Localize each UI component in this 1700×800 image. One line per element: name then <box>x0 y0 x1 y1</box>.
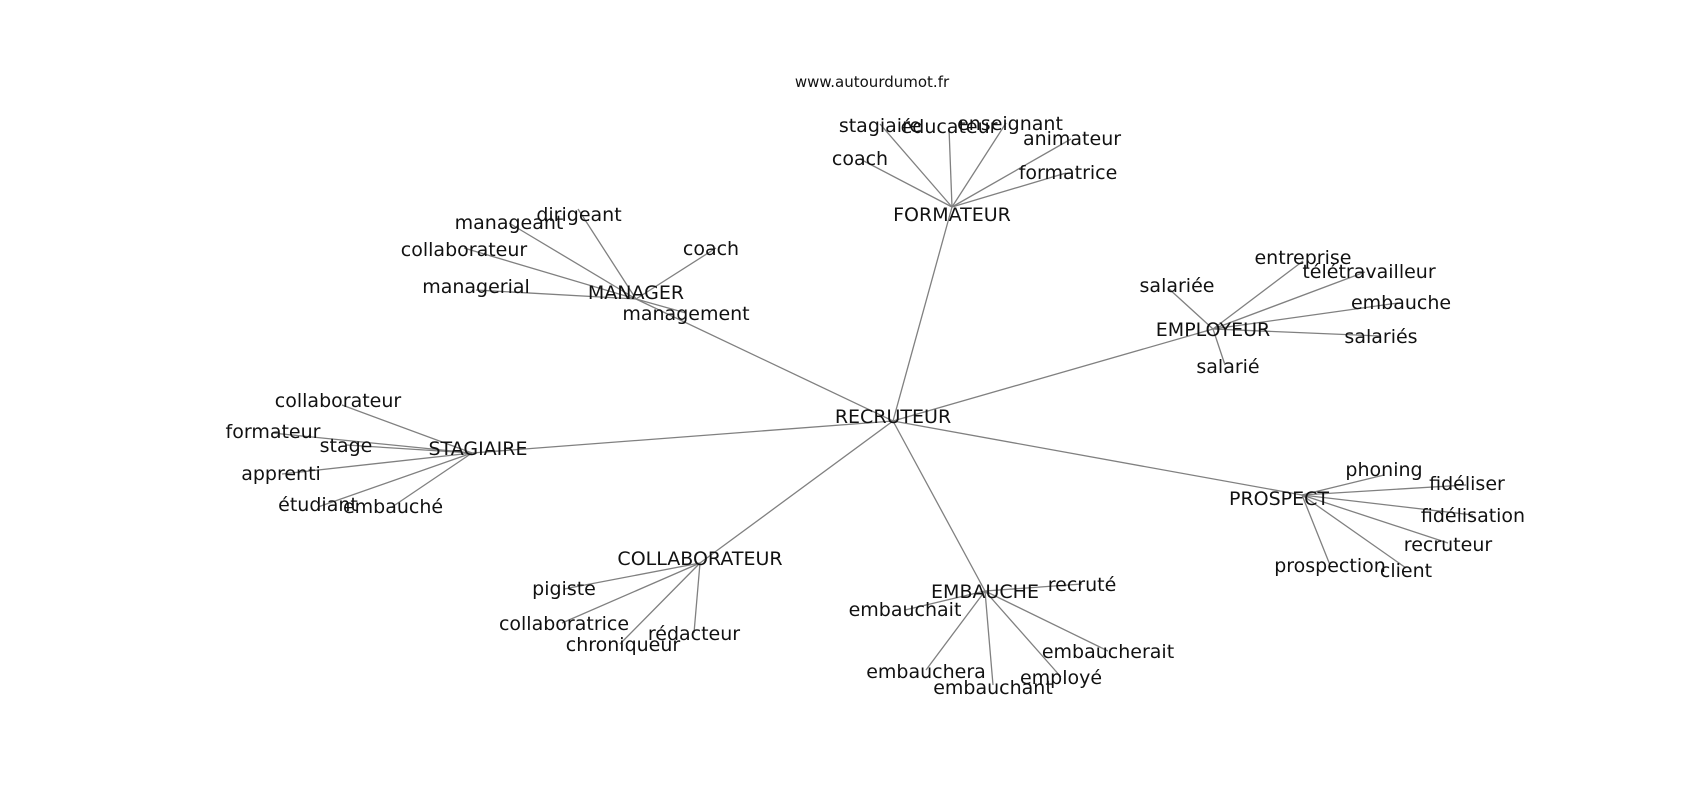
word-node-label: enseignant <box>957 113 1063 135</box>
center-hub-edge <box>892 328 1214 422</box>
hub-word-edge <box>859 158 953 208</box>
word-node-label: formatrice <box>1019 162 1118 184</box>
hub-word-edge <box>561 562 701 624</box>
word-node-label: manageant <box>455 212 564 234</box>
graph-labels: RECRUTEUR FORMATEUR stagiaireéducateurense… <box>226 113 1526 699</box>
hub-word-edge <box>951 122 1007 208</box>
hub-word-edge <box>1167 287 1214 330</box>
center-node-label: RECRUTEUR <box>835 406 951 428</box>
hub-word-edge <box>925 590 986 671</box>
word-node-label: télétravailleur <box>1302 261 1435 283</box>
word-node-label: phoning <box>1345 459 1422 481</box>
hub-word-edge <box>1212 271 1366 330</box>
center-hub-edge <box>635 298 894 422</box>
word-node-label: fidélisation <box>1421 505 1525 527</box>
word-node-label: stagiaire <box>839 115 921 137</box>
word-node-label: employé <box>1020 667 1102 689</box>
hub-word-edge <box>345 444 473 454</box>
word-node-label: stage <box>320 435 373 457</box>
word-node-label: pigiste <box>532 578 596 600</box>
center-hub-edge <box>892 206 953 422</box>
word-node-label: dirigeant <box>536 204 621 226</box>
hub-word-edge <box>341 404 473 454</box>
word-node-label: fidéliser <box>1429 473 1505 495</box>
hub-node-label: STAGIAIRE <box>429 438 528 460</box>
hub-word-edge <box>1301 494 1474 516</box>
center-hub-edge <box>471 420 894 454</box>
hub-word-edge <box>271 432 473 454</box>
word-node-label: embauchant <box>933 677 1053 699</box>
source-credit: www.autourdumot.fr <box>795 73 950 91</box>
hub-word-edge <box>317 452 473 508</box>
hub-word-edge <box>984 590 1109 652</box>
hub-node-label: EMBAUCHE <box>931 581 1039 603</box>
word-node-label: coach <box>832 148 888 170</box>
hub-word-edge <box>475 289 637 300</box>
word-node-label: apprenti <box>241 463 321 485</box>
hub-word-edge <box>1212 302 1399 330</box>
word-node-label: managerial <box>422 276 530 298</box>
center-hub-edge <box>699 420 894 564</box>
word-node-label: formateur <box>226 421 321 443</box>
word-node-label: collaborateur <box>401 239 528 261</box>
hub-word-edge <box>281 452 473 475</box>
word-node-label: chroniqueur <box>566 634 681 656</box>
word-node-label: salarié <box>1196 356 1259 378</box>
hub-word-edge <box>635 247 717 300</box>
hub-word-edge <box>693 562 701 634</box>
hub-node-label: COLLABORATEUR <box>617 548 782 570</box>
word-node-label: animateur <box>1023 128 1121 150</box>
hub-word-edge <box>577 208 637 300</box>
word-node-label: embauchait <box>849 599 962 621</box>
word-node-label: client <box>1380 560 1432 582</box>
hub-word-edge <box>1301 494 1407 569</box>
hub-word-edge <box>508 222 637 300</box>
hub-word-edge <box>563 562 701 590</box>
word-node-label: embaucherait <box>1042 641 1174 663</box>
hub-word-edge <box>635 298 687 314</box>
word-node-label: rédacteur <box>648 623 740 645</box>
word-node-label: coach <box>683 238 739 260</box>
hub-word-edge <box>904 590 986 611</box>
word-node-label: embauche <box>1351 292 1451 314</box>
word-node-label: management <box>622 303 749 325</box>
hub-word-edge <box>1301 494 1331 566</box>
hub-word-edge <box>619 562 701 645</box>
hub-word-edge <box>1212 328 1381 337</box>
hub-node-label: PROSPECT <box>1229 488 1329 510</box>
hub-word-edge <box>1301 484 1467 496</box>
hub-word-edge <box>391 452 473 508</box>
word-node-label: recruteur <box>1404 534 1493 556</box>
hub-word-edge <box>948 127 953 208</box>
word-node-label: entreprise <box>1254 247 1351 269</box>
word-node-label: prospection <box>1274 555 1386 577</box>
word-node-label: recruté <box>1048 574 1117 596</box>
hub-word-edge <box>879 123 953 208</box>
hub-word-edge <box>984 583 1083 592</box>
hub-word-edge <box>1212 328 1226 366</box>
word-node-label: embauchera <box>866 661 986 683</box>
word-node-label: embauché <box>343 496 443 518</box>
word-node-label: éducateur <box>901 116 998 138</box>
center-hub-edge <box>892 420 1303 496</box>
hub-word-edge <box>1212 260 1304 330</box>
hub-node-label: FORMATEUR <box>893 204 1011 226</box>
word-node-label: salariée <box>1140 275 1215 297</box>
hub-word-edge <box>1301 474 1385 496</box>
graph-edges <box>271 122 1474 686</box>
center-hub-edge <box>892 420 986 592</box>
hub-word-edge <box>463 247 637 300</box>
hub-word-edge <box>984 590 994 686</box>
hub-word-edge <box>951 138 1072 208</box>
word-node-label: collaboratrice <box>499 613 629 635</box>
hub-node-label: MANAGER <box>588 282 684 304</box>
word-node-label: salariés <box>1344 326 1417 348</box>
hub-word-edge <box>984 590 1062 678</box>
word-node-label: collaborateur <box>275 390 402 412</box>
hub-node-label: EMPLOYEUR <box>1156 319 1270 341</box>
word-node-label: étudiant <box>278 494 358 516</box>
hub-word-edge <box>951 172 1067 208</box>
hub-word-edge <box>1301 494 1449 544</box>
